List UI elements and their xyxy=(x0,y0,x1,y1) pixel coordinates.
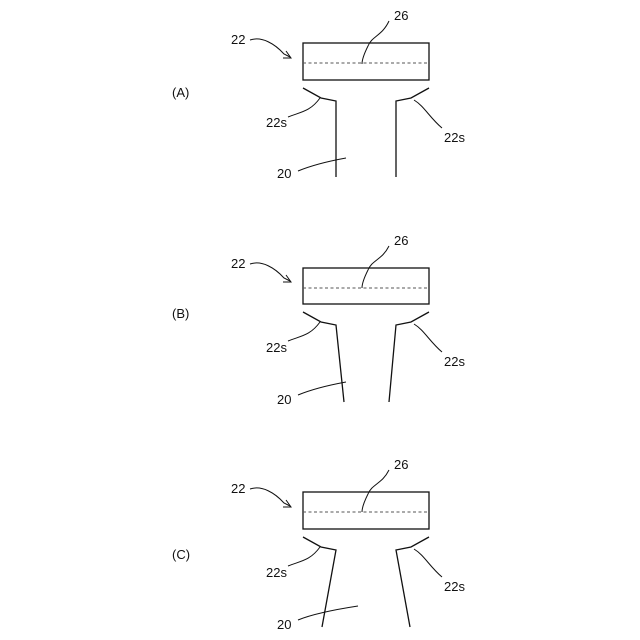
label-20: 20 xyxy=(277,166,291,181)
leader-26 xyxy=(362,470,389,512)
leader-22s-right xyxy=(414,100,442,128)
label-22: 22 xyxy=(231,481,245,496)
right-shoulder-and-stem xyxy=(389,312,429,402)
leader-20 xyxy=(298,382,346,395)
label-26: 26 xyxy=(394,8,408,23)
label-22s-left: 22s xyxy=(266,565,287,580)
leader-22s-right xyxy=(414,549,442,577)
leader-22 xyxy=(250,263,290,281)
leader-22s-right xyxy=(414,324,442,352)
label-26: 26 xyxy=(394,233,408,248)
label-22s-right: 22s xyxy=(444,130,465,145)
label-22s-right: 22s xyxy=(444,354,465,369)
panel-label: (C) xyxy=(172,547,190,562)
head-block xyxy=(303,43,429,80)
leader-22s-left xyxy=(288,322,320,341)
figure-b: (B) 22 26 22s 22s 20 xyxy=(172,233,465,407)
leader-22 xyxy=(250,39,290,57)
panel-label: (B) xyxy=(172,306,189,321)
leader-20 xyxy=(298,606,358,620)
label-20: 20 xyxy=(277,617,291,632)
label-20: 20 xyxy=(277,392,291,407)
leader-22s-left xyxy=(288,547,320,566)
leader-26 xyxy=(362,246,389,288)
label-26: 26 xyxy=(394,457,408,472)
left-shoulder-and-stem xyxy=(303,312,344,402)
leader-22s-left xyxy=(288,98,320,117)
figure-c: (C) 22 26 22s 22s 20 xyxy=(172,457,465,632)
label-22s-left: 22s xyxy=(266,340,287,355)
leader-20 xyxy=(298,158,346,171)
figure-a: (A) 22 26 22s 22s 20 xyxy=(172,8,465,181)
label-22s-right: 22s xyxy=(444,579,465,594)
label-22s-left: 22s xyxy=(266,115,287,130)
right-shoulder-and-stem xyxy=(396,537,429,627)
label-22: 22 xyxy=(231,32,245,47)
panel-label: (A) xyxy=(172,85,189,100)
right-shoulder-and-stem xyxy=(396,88,429,177)
leader-22 xyxy=(250,488,290,506)
label-22: 22 xyxy=(231,256,245,271)
